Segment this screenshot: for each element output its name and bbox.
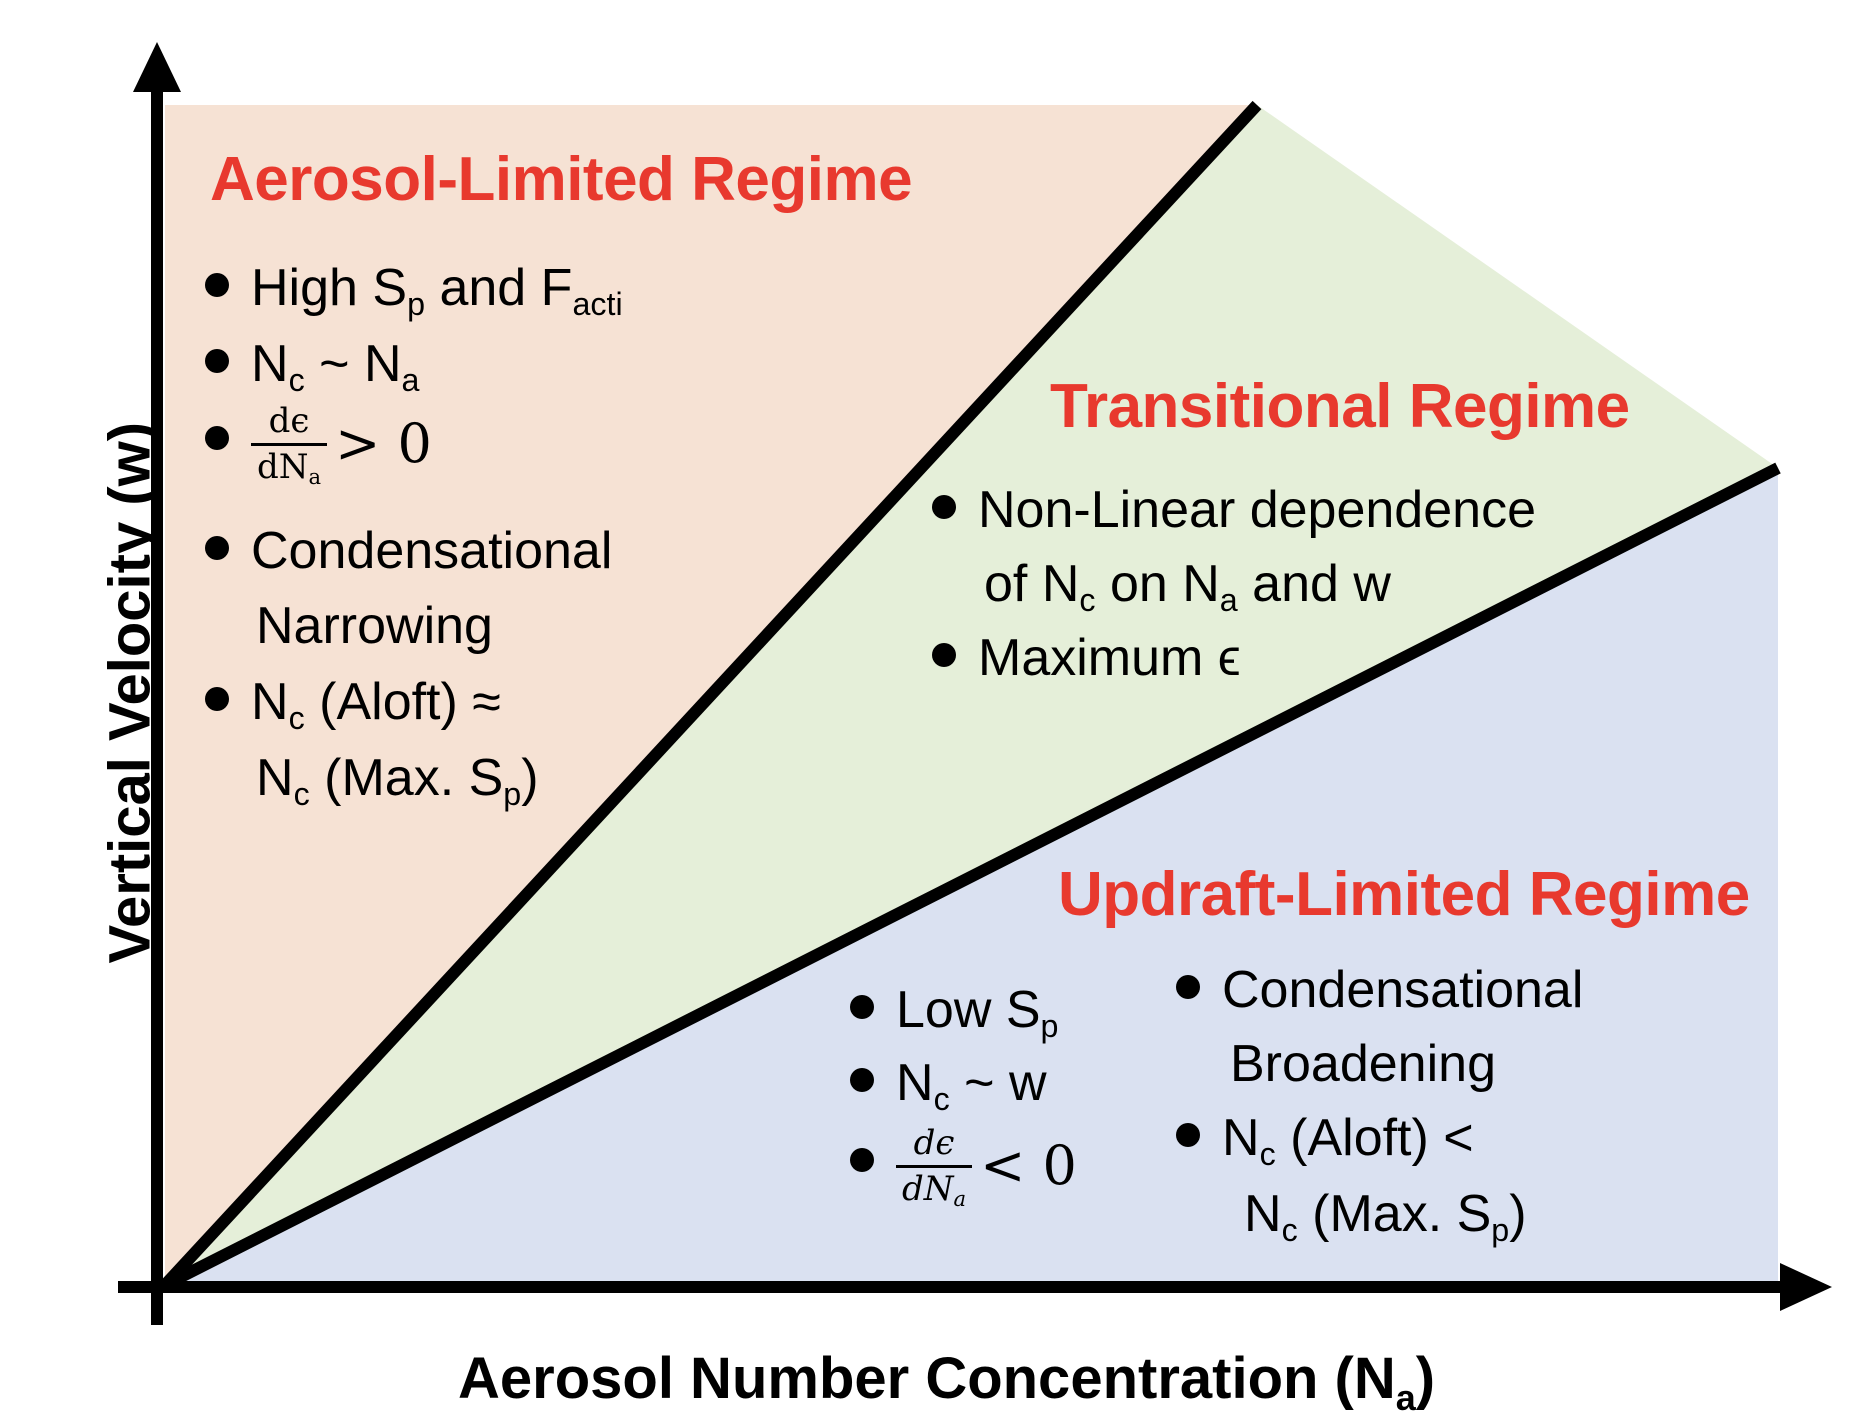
updraft-bullet-nc-w: Nc ~ w xyxy=(850,1057,1047,1115)
bullet-dot xyxy=(205,426,229,450)
upper-boundary-line xyxy=(160,100,1262,1290)
transitional-region xyxy=(165,105,1778,1285)
aerosol-bullet-nc-aloft: Nc (Aloft) ≈ xyxy=(205,676,501,734)
x-axis-label: Aerosol Number Concentration (Na) xyxy=(458,1346,1436,1418)
aerosol-bullet-nc-max-sp: Nc (Max. Sp) xyxy=(256,749,539,813)
y-axis-arrowhead xyxy=(133,42,181,92)
updraft-bullet-nc-aloft: Nc (Aloft) < xyxy=(1176,1112,1474,1170)
bullet-dot xyxy=(205,536,229,561)
bullet-dot xyxy=(205,687,229,712)
aerosol-limited-title: Aerosol-Limited Regime xyxy=(210,145,913,214)
bullet-dot xyxy=(1176,975,1200,1000)
bullet-dot xyxy=(850,1148,874,1172)
updraft-limited-title: Updraft-Limited Regime xyxy=(1058,860,1750,929)
aerosol-bullet-nc-na: Nc ~ Na xyxy=(205,338,419,396)
bullet-dot xyxy=(850,995,874,1020)
transitional-bullet-maximum: Maximum ϵ xyxy=(932,632,1241,684)
updraft-bullet-broadening: Broadening xyxy=(1230,1035,1496,1093)
bullet-dot xyxy=(205,273,229,298)
bullet-dot xyxy=(850,1068,874,1093)
aerosol-bullet-condensational: Condensational xyxy=(205,525,612,577)
bullet-dot xyxy=(205,349,229,374)
lower-boundary-line xyxy=(162,462,1781,1291)
transitional-title: Transitional Regime xyxy=(1050,372,1630,441)
transitional-bullet-nc-dependence: of Nc on Na and w xyxy=(984,555,1391,619)
x-axis-arrowhead xyxy=(1780,1263,1832,1311)
updraft-bullet-low-sp: Low Sp xyxy=(850,984,1058,1042)
bullet-dot xyxy=(1176,1123,1200,1148)
aerosol-bullet-high-sp: High Sp and Facti xyxy=(205,262,623,320)
y-axis-label: Vertical Velocity (w) xyxy=(97,421,163,964)
updraft-bullet-condensational: Condensational xyxy=(1176,964,1583,1016)
transitional-bullet-nonlinear: Non-Linear dependence xyxy=(932,484,1536,536)
aerosol-bullet-narrowing: Narrowing xyxy=(256,597,493,655)
bullet-dot xyxy=(932,643,956,668)
bullet-dot xyxy=(932,495,956,520)
updraft-bullet-nc-max-sp: Nc (Max. Sp) xyxy=(1244,1185,1527,1249)
